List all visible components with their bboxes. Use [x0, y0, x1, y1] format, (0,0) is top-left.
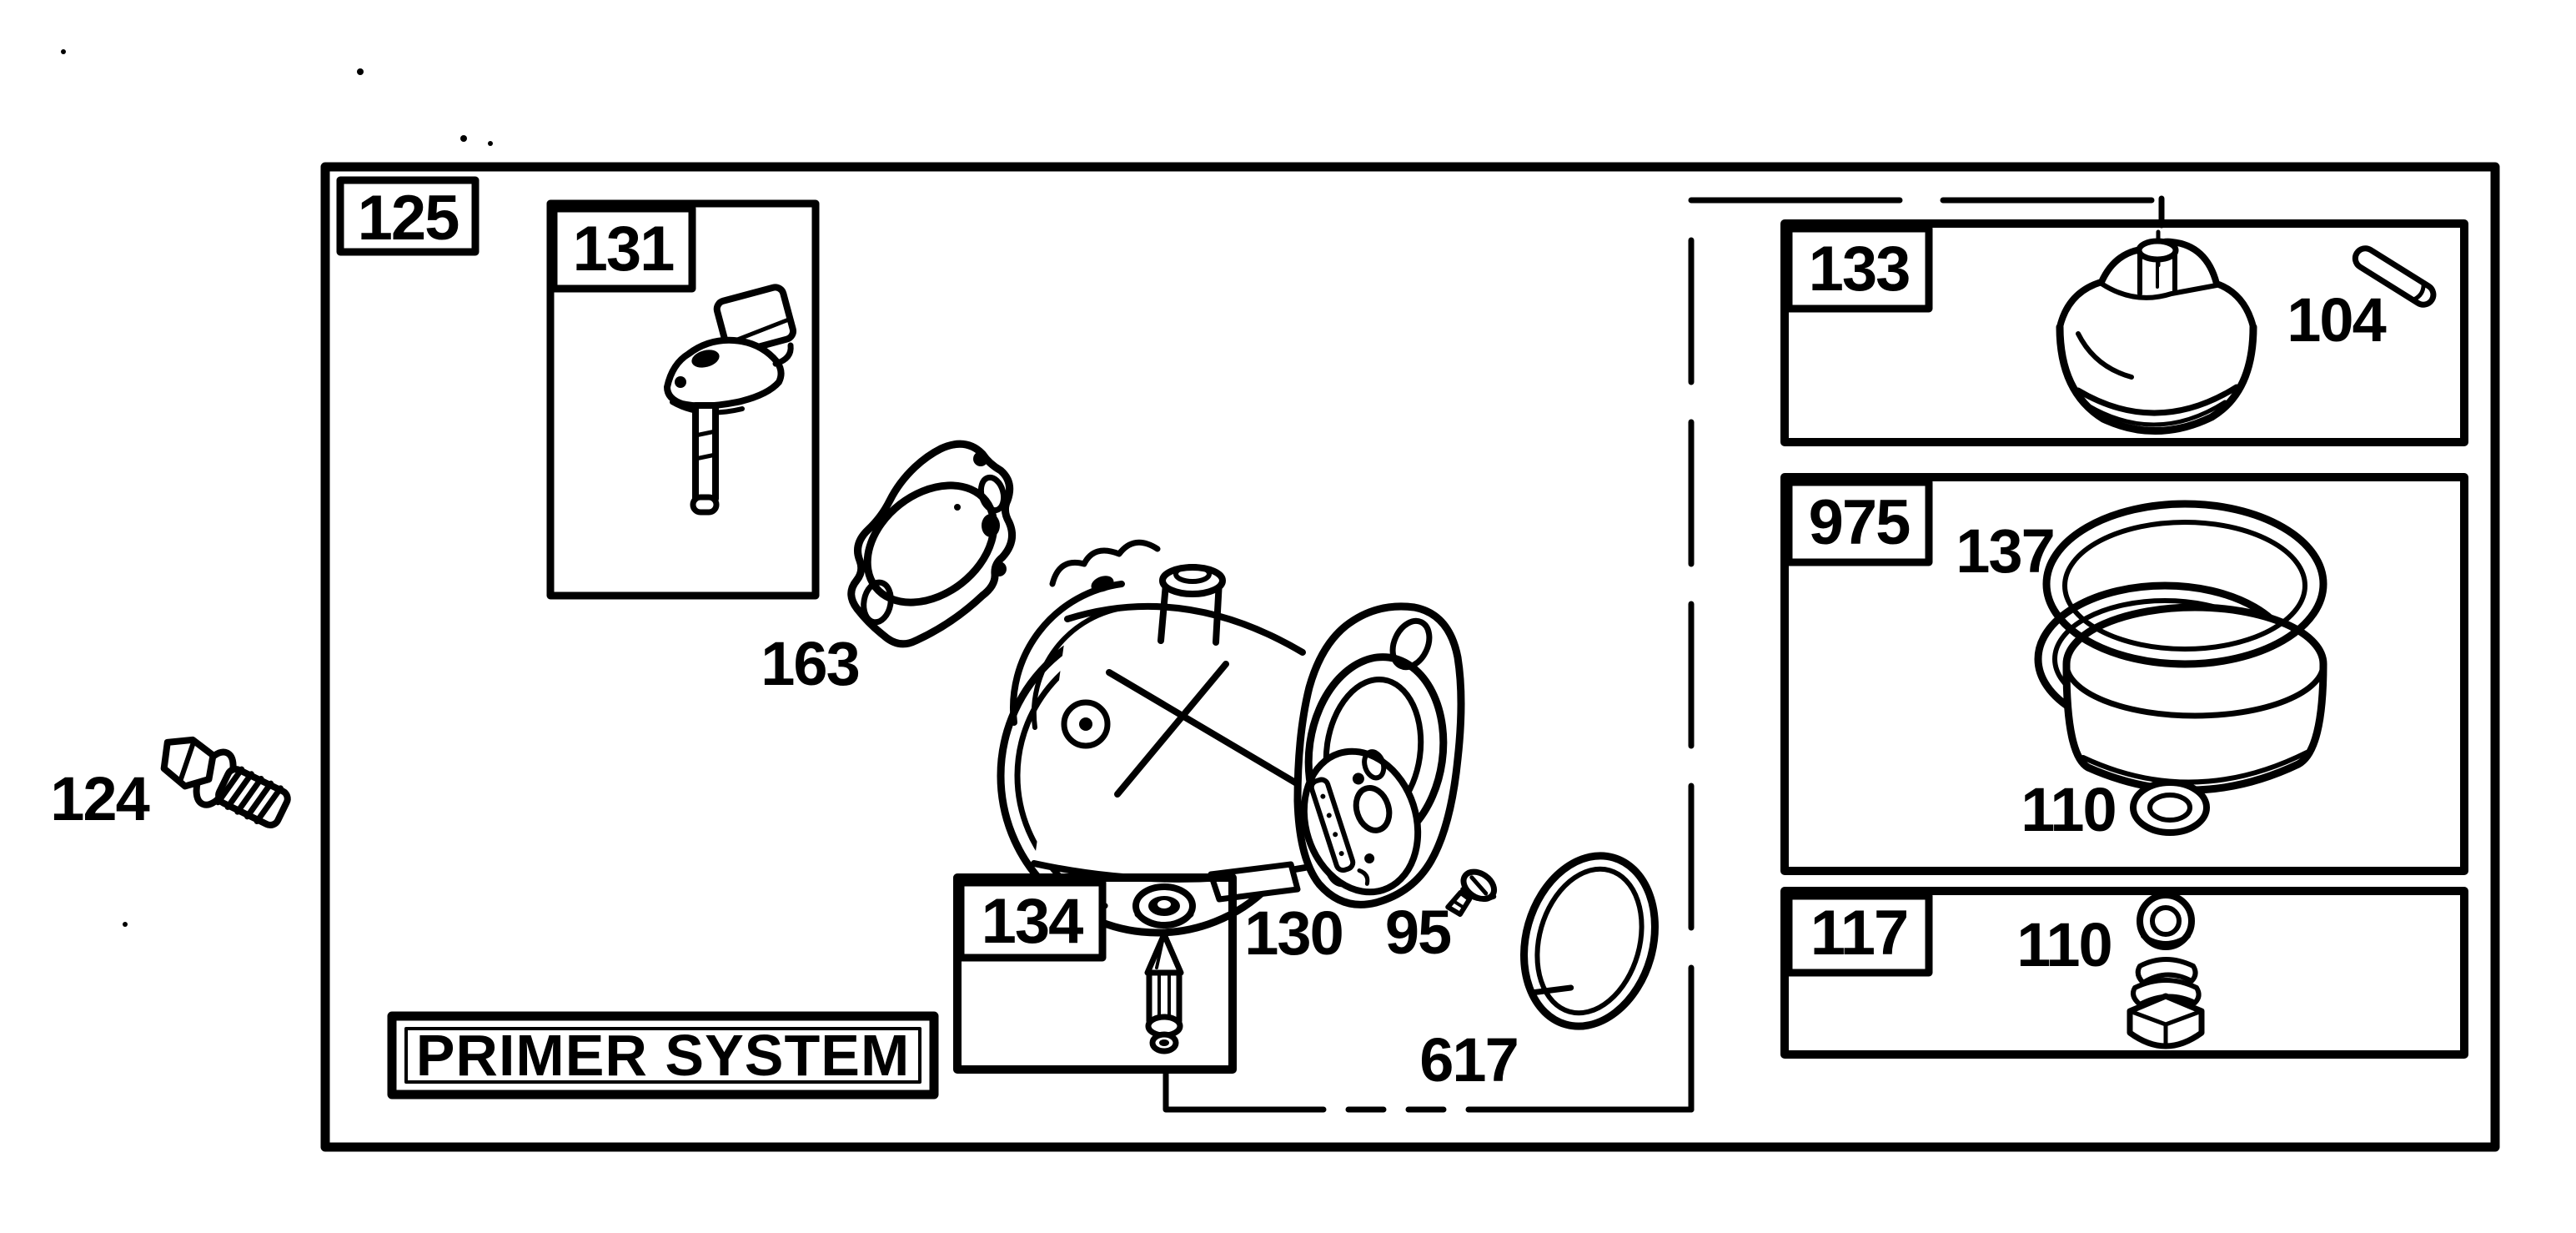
- bowl-washer-callout: 110: [2021, 775, 2115, 844]
- bowl-o-rings-and-bowl-drawing: [2034, 500, 2327, 794]
- large-o-ring-drawing: [1520, 852, 1659, 1030]
- primer-system-title: PRIMER SYSTEM: [416, 1023, 911, 1088]
- bolt-drawing: [160, 736, 291, 828]
- bolt-callout: 124: [50, 764, 149, 833]
- fuel-bowl-box-label: 975: [1809, 487, 1911, 558]
- primer-lever-inset-box: 131: [546, 199, 820, 600]
- nut-washer-callout: 110: [2016, 910, 2111, 979]
- primer-bulb-inset-box: 133 104: [1780, 219, 2468, 446]
- needle-seat-inset-box: 134: [953, 873, 1237, 1074]
- bowl-o-ring-callout: 137: [1956, 516, 2053, 586]
- gasket-callout: 163: [761, 629, 858, 698]
- primer-system-title-box: PRIMER SYSTEM: [387, 1011, 939, 1100]
- needle-seat-drawing: [1132, 883, 1196, 1054]
- pin-drawing: [2352, 245, 2437, 308]
- primer-bulb-drawing: [2056, 238, 2257, 435]
- primer-bulb-box-label: 133: [1809, 234, 1910, 304]
- metering-plate-drawing: [1300, 747, 1422, 896]
- carburetor-gasket-drawing: [847, 440, 1017, 648]
- connector-lines: [1162, 195, 2165, 1113]
- bowl-nut-inset-box: 117 110: [1780, 887, 2468, 1059]
- large-o-ring-callout: 617: [1419, 1025, 1517, 1095]
- primer-lever-box-label: 131: [573, 214, 675, 284]
- nut-washer-drawing: [2137, 892, 2195, 950]
- main-assembly-border: [320, 162, 2500, 1152]
- fuel-bowl-inset-box: 975 137 110: [1780, 473, 2468, 875]
- bowl-washer-drawing: [2130, 779, 2210, 836]
- bowl-nut-box-label: 117: [1810, 898, 1908, 969]
- assembly-label-box: 125: [336, 176, 480, 256]
- primer-lever-drawing: [664, 284, 797, 516]
- bowl-nut-drawing: [2127, 957, 2205, 1049]
- assembly-number-label: 125: [358, 183, 459, 254]
- screw-drawing: [1445, 868, 1498, 917]
- needle-seat-box-label: 134: [982, 886, 1084, 957]
- metering-plate-callout: 130: [1244, 898, 1342, 968]
- screw-callout: 95: [1385, 898, 1451, 967]
- pin-callout: 104: [2287, 285, 2386, 355]
